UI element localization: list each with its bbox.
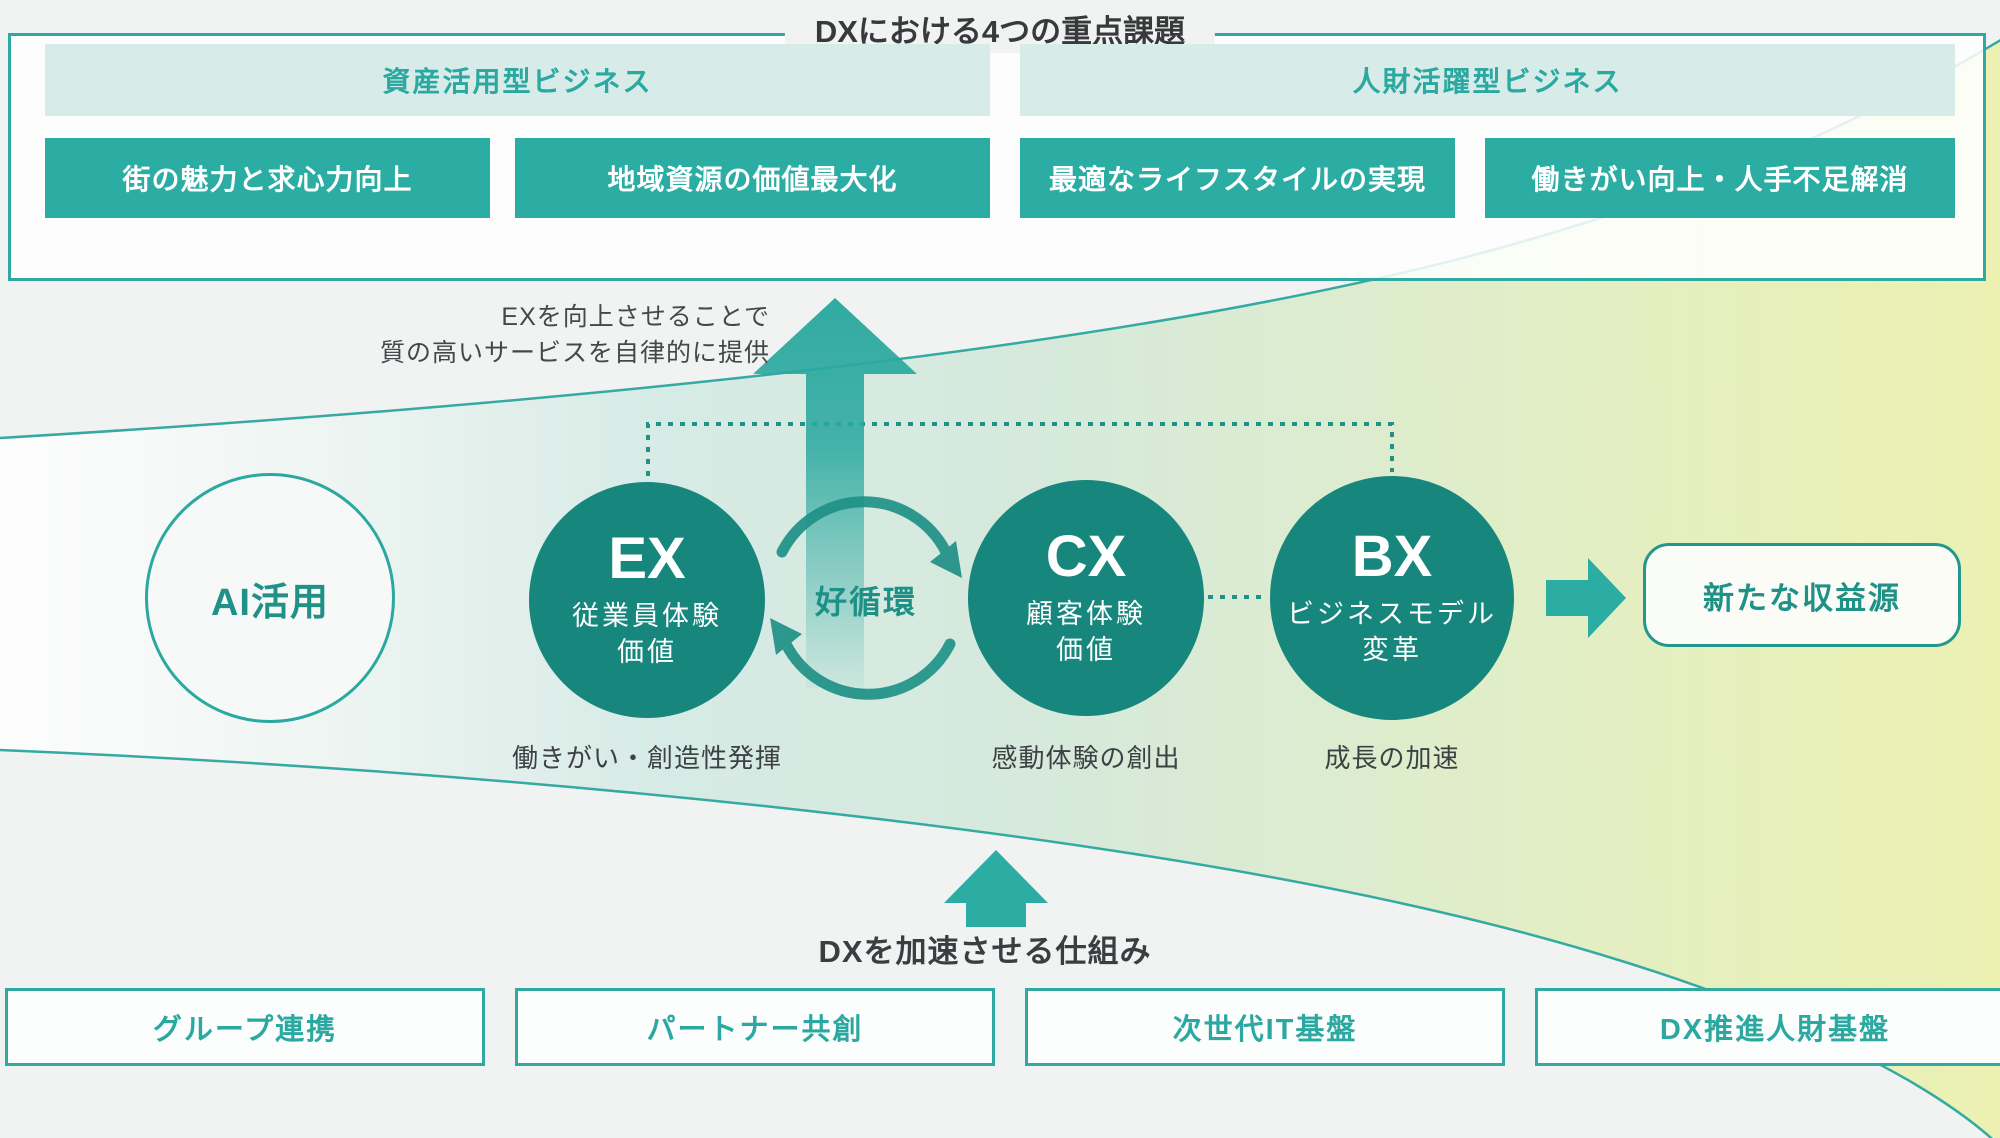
bx-sub-line1: ビジネスモデル	[1287, 599, 1497, 629]
big-up-arrow-icon	[753, 298, 917, 688]
cx-code: CX	[1045, 524, 1127, 590]
cycle-arrows-icon	[770, 496, 962, 700]
issue-box-lifestyle: 最適なライフスタイルの実現	[1020, 138, 1455, 218]
cx-sub-line1: 顧客体験	[1026, 599, 1146, 629]
group-header-talent-business: 人財活躍型ビジネス	[1020, 44, 1955, 116]
ai-utilization-circle: AI活用	[145, 473, 395, 723]
ex-circle: EX 従業員体験 価値	[529, 482, 765, 718]
virtuous-cycle-label: 好循環	[814, 584, 917, 620]
base-box-group-collaboration: グループ連携	[5, 988, 485, 1066]
ex-caption: 働きがい・創造性発揮	[511, 743, 782, 773]
ex-annotation-line2: 質の高いサービスを自律的に提供	[379, 339, 770, 368]
bx-sub-line2: 変革	[1362, 635, 1422, 666]
ex-code: EX	[608, 526, 686, 592]
issue-box-city-appeal: 街の魅力と求心力向上	[45, 138, 490, 218]
ai-circle-label: AI活用	[210, 581, 329, 624]
new-revenue-box: 新たな収益源	[1643, 543, 1961, 647]
dx-acceleration-caption: DXを加速させる仕組み	[818, 934, 1152, 969]
bx-circle: BX ビジネスモデル 変革	[1270, 476, 1514, 720]
dotted-connector	[646, 422, 1394, 476]
cx-caption: 感動体験の創出	[991, 743, 1181, 773]
group-header-asset-business: 資産活用型ビジネス	[45, 44, 990, 116]
bx-code: BX	[1351, 524, 1433, 590]
bx-caption: 成長の加速	[1324, 743, 1460, 773]
cx-sub-line2: 価値	[1056, 635, 1116, 666]
base-box-next-gen-it: 次世代IT基盤	[1025, 988, 1505, 1066]
issue-box-regional-resources: 地域資源の価値最大化	[515, 138, 990, 218]
small-up-arrow-icon	[944, 850, 1048, 927]
ex-annotation: EXを向上させることで 質の高いサービスを自律的に提供	[300, 299, 770, 372]
cx-circle: CX 顧客体験 価値	[968, 480, 1204, 716]
ex-sub-line2: 価値	[617, 637, 677, 668]
base-box-partner-cocreation: パートナー共創	[515, 988, 995, 1066]
right-arrow-icon	[1546, 558, 1626, 638]
ex-sub-line1: 従業員体験	[572, 601, 722, 631]
ex-annotation-line1: EXを向上させることで	[501, 303, 770, 331]
base-box-dx-talent: DX推進人財基盤	[1535, 988, 2000, 1066]
issue-box-work-satisfaction: 働きがい向上・人手不足解消	[1485, 138, 1955, 218]
